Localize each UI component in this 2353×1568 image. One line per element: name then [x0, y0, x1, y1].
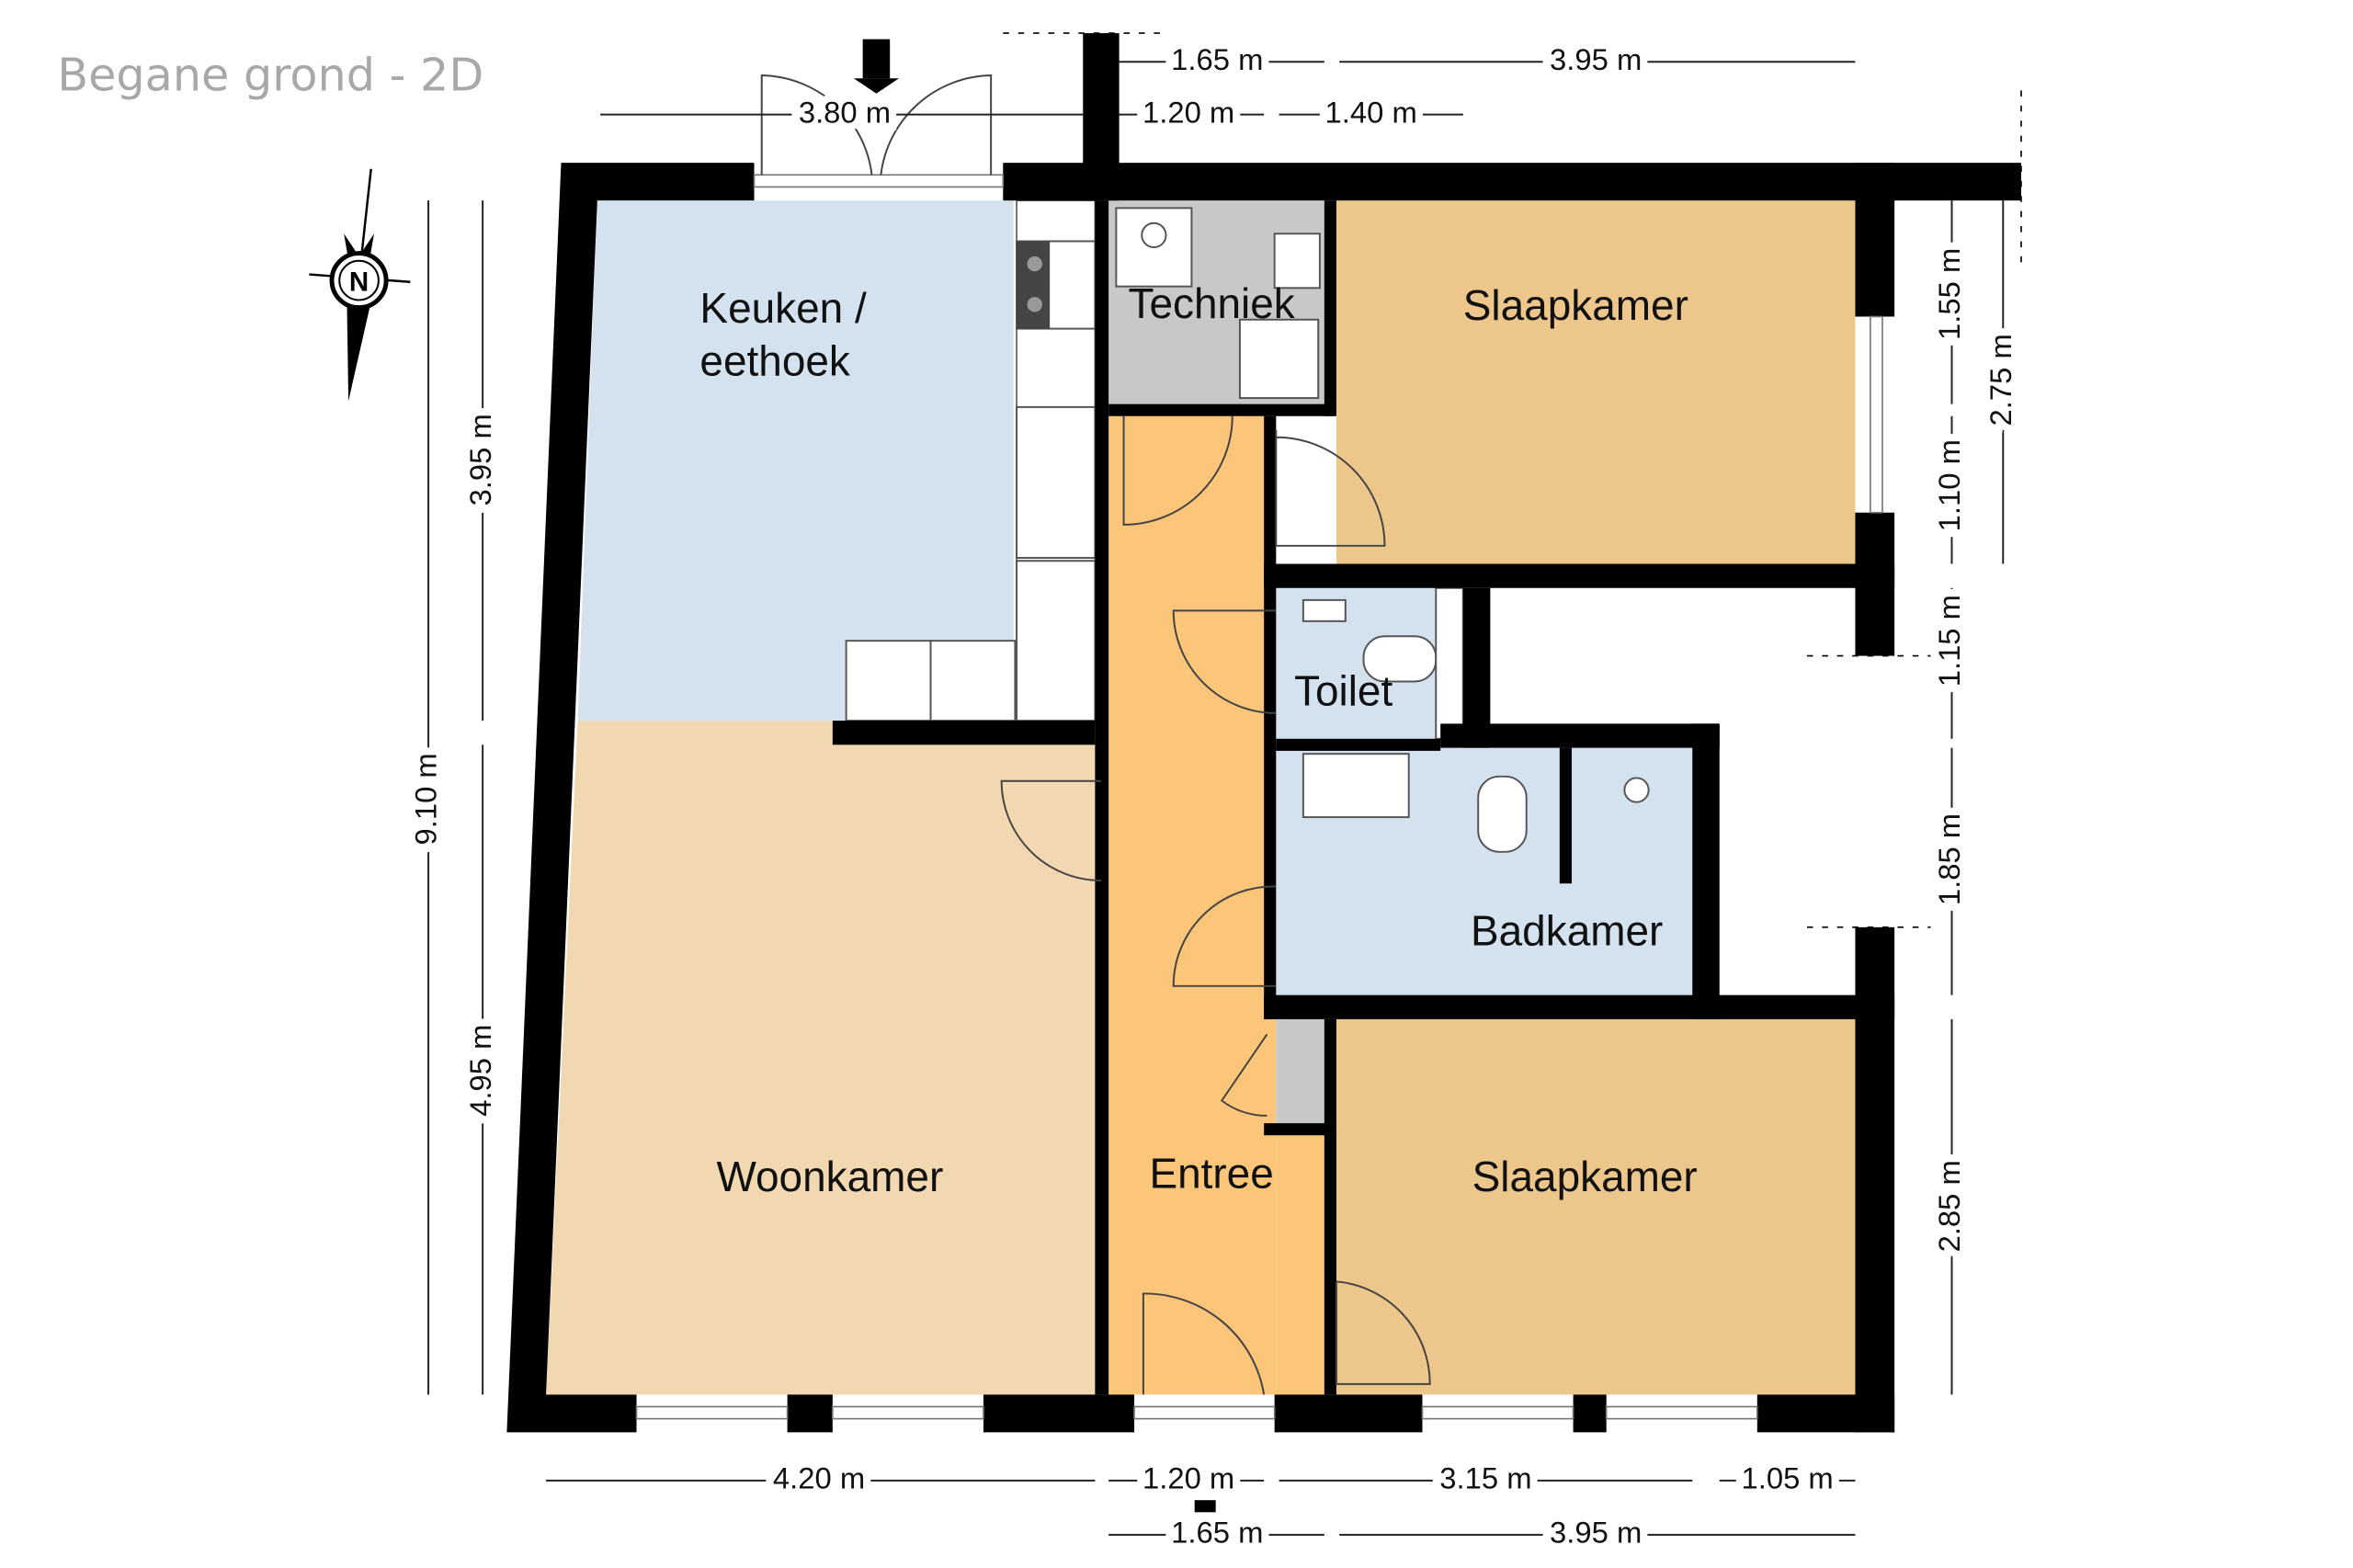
- dimension-labels: 1.65 m 3.95 m 3.80 m 1.20 m 1.40 m 9.10 …: [402, 35, 2026, 1557]
- dim-bottom-4: 1.05 m: [1741, 1461, 1833, 1495]
- compass-label: N: [349, 267, 369, 298]
- room-slaapkamer-top: [1336, 200, 1856, 564]
- north-compass-icon: N: [309, 168, 411, 402]
- dim-right-5: 1.85 m: [1932, 813, 1966, 905]
- dim-right-4: 1.15 m: [1932, 595, 1966, 687]
- room-labels: Keuken / eethoek Techniek Slaapkamer Toi…: [699, 279, 1697, 1200]
- room-slaapkamer-bottom: [1336, 1018, 1856, 1395]
- dim-top-5: 1.40 m: [1325, 95, 1417, 129]
- dim-top-3: 3.80 m: [799, 95, 891, 129]
- dim-bottom-6: 3.95 m: [1550, 1516, 1642, 1550]
- dim-top-2: 3.95 m: [1550, 42, 1642, 76]
- room-keuken: [577, 200, 1014, 722]
- dim-left-1: 9.10 m: [409, 753, 443, 845]
- room-entree: [1108, 415, 1277, 1395]
- dim-right-6: 2.85 m: [1932, 1160, 1966, 1252]
- dim-left-2: 3.95 m: [463, 414, 497, 506]
- label-techniek: Techniek: [1128, 279, 1295, 327]
- dim-top-1: 1.65 m: [1171, 42, 1263, 76]
- label-keuken-1: Keuken /: [699, 284, 867, 332]
- label-slaapkamer-top: Slaapkamer: [1463, 281, 1688, 329]
- dim-right-3: 1.10 m: [1932, 439, 1966, 531]
- dim-right-2: 2.75 m: [1984, 334, 2018, 426]
- dim-left-3: 4.95 m: [463, 1025, 497, 1117]
- label-woonkamer: Woonkamer: [716, 1153, 943, 1200]
- label-slaapkamer-bottom: Slaapkamer: [1472, 1153, 1698, 1200]
- doors: [760, 39, 1431, 1513]
- dim-bottom-1: 4.20 m: [773, 1461, 865, 1495]
- dim-top-4: 1.20 m: [1142, 95, 1234, 129]
- dim-bottom-3: 3.15 m: [1439, 1461, 1531, 1495]
- kitchen-fixtures: [845, 207, 1650, 853]
- dim-bottom-2: 1.20 m: [1142, 1461, 1234, 1495]
- dimension-lines: [427, 32, 2022, 1536]
- dim-right-1: 1.55 m: [1932, 248, 1966, 340]
- walls: [506, 33, 2021, 1433]
- dim-bottom-5: 1.65 m: [1171, 1516, 1263, 1550]
- label-entree: Entree: [1149, 1150, 1273, 1198]
- plan-title: Begane grond - 2D: [57, 48, 483, 101]
- label-badkamer: Badkamer: [1471, 907, 1663, 955]
- room-woonkamer: [546, 721, 1096, 1395]
- label-toilet: Toilet: [1294, 667, 1392, 715]
- label-keuken-2: eethoek: [699, 336, 850, 384]
- windows: [635, 174, 1883, 1420]
- room-closet: [1276, 1018, 1324, 1131]
